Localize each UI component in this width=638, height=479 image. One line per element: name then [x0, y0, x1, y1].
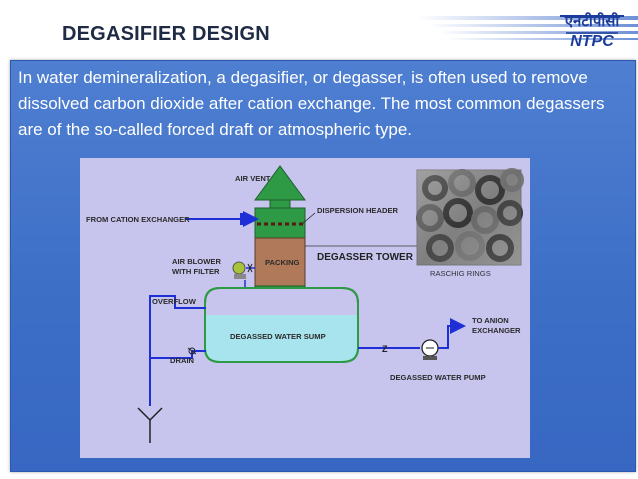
- label-drain: DRAIN: [170, 356, 194, 365]
- drain-outlet: [137, 407, 163, 443]
- label-overflow: OVERFLOW: [152, 297, 197, 306]
- air-vent-neck: [269, 199, 291, 209]
- body-paragraph: In water demineralization, a degasifier,…: [18, 68, 605, 139]
- slide-title: DEGASIFIER DESIGN: [62, 23, 270, 45]
- overflow-pipe: [149, 295, 206, 406]
- header-decoration: [418, 16, 638, 40]
- logo-hindi-text: एनटीपीसी: [564, 12, 621, 30]
- air-blower: [232, 261, 255, 279]
- ntpc-logo: एनटीपीसी NTPC: [554, 6, 630, 54]
- packing-section: [254, 237, 306, 287]
- label-packing: PACKING: [265, 258, 300, 267]
- pump-icon: [421, 339, 439, 360]
- label-pump: DEGASSED WATER PUMP: [390, 373, 486, 382]
- degasifier-diagram: AIR VENT PACKING FROM CATION EXCHANGER D…: [80, 158, 530, 458]
- label-degasser-tower: DEGASSER TOWER: [317, 252, 414, 263]
- logo-english-text: NTPC: [570, 33, 614, 50]
- degassed-water-sump: [204, 287, 359, 363]
- label-raschig-rings: RASCHIG RINGS: [430, 269, 491, 278]
- label-air-blower: AIR BLOWER: [172, 257, 221, 266]
- tower-upper: [254, 207, 306, 239]
- label-sump: DEGASSED WATER SUMP: [230, 332, 326, 341]
- pump-discharge-pipe: [438, 318, 466, 349]
- inlet-valve: [240, 213, 244, 225]
- drain-valve: [187, 347, 197, 355]
- check-valve-icon: Z: [382, 344, 388, 354]
- label-from-cation: FROM CATION EXCHANGER: [86, 215, 190, 224]
- label-air-blower-filter: WITH FILTER: [172, 267, 220, 276]
- slide-header: DEGASIFIER DESIGN एनटीपीसी NTPC: [0, 0, 638, 60]
- label-dispersion-header: DISPERSION HEADER: [317, 206, 399, 215]
- label-to-anion-2: EXCHANGER: [472, 326, 521, 335]
- label-to-anion-1: TO ANION: [472, 316, 509, 325]
- label-air-vent: AIR VENT: [235, 174, 271, 183]
- raschig-rings-image: [416, 168, 524, 266]
